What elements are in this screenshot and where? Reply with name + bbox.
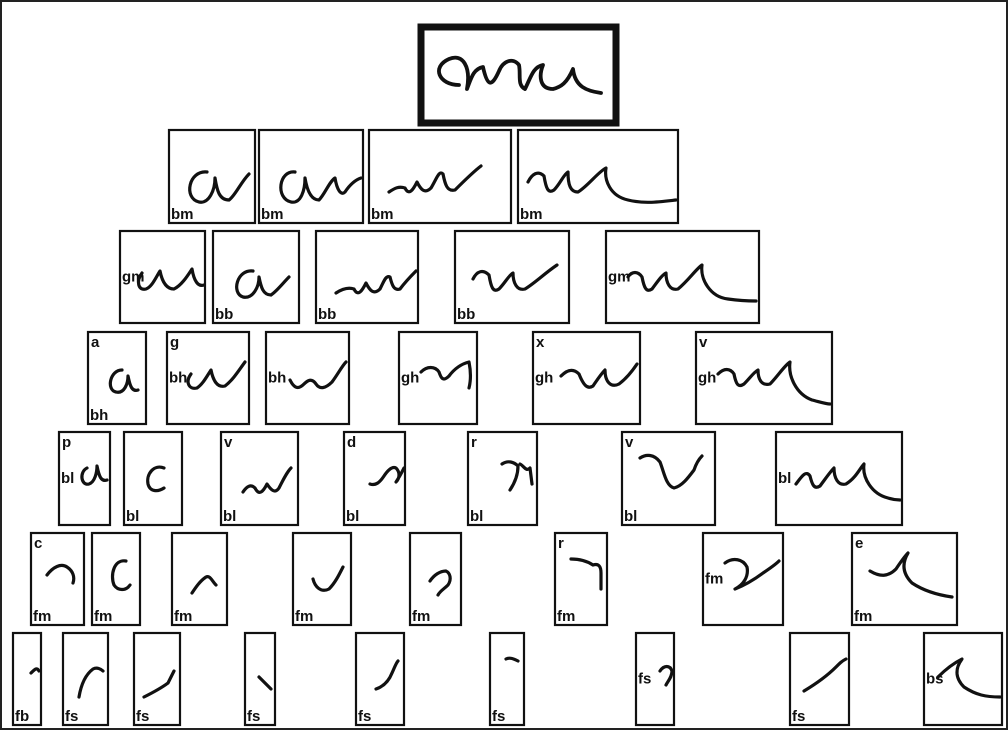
node-sublabel: gh [535,370,553,387]
node-label: fs [136,708,149,725]
node-label: fs [358,708,371,725]
node-label: bb [318,306,336,323]
node-label: bl [778,470,791,487]
node-label: fm [295,608,313,625]
node-label: r [558,535,564,552]
node-label: fm [174,608,192,625]
node-label: fm [705,571,723,588]
node-label: fm [412,608,430,625]
node-label: fs [638,671,651,688]
node-label: x [536,334,545,351]
node-label: r [471,434,477,451]
node-label: v [699,334,708,351]
node-sublabel: bh [90,407,108,424]
node-label: bb [457,306,475,323]
node-sublabel: fm [854,608,872,625]
node-sublabel: bl [624,508,637,525]
node-sublabel: fm [557,608,575,625]
node-label: gh [401,370,419,387]
node-label: p [62,434,71,451]
node-label: v [224,434,233,451]
node-label: bm [171,206,194,223]
node-sublabel: bl [346,508,359,525]
node-label: bb [215,306,233,323]
node-label: g [170,334,179,351]
tree-node-n-root-arc [421,27,616,123]
node-label: bm [371,206,394,223]
node-sublabel: bl [223,508,236,525]
node-label: gm [608,269,631,286]
node-sublabel: fm [33,608,51,625]
node-label: fs [492,708,505,725]
node-label: bh [268,370,286,387]
node-sublabel: bl [470,508,483,525]
node-sublabel: bl [61,470,74,487]
node-label: a [91,334,100,351]
node-label: fs [65,708,78,725]
node-label: fm [94,608,112,625]
node-label: fs [792,708,805,725]
node-box [776,432,902,525]
node-label: fs [247,708,260,725]
node-box [696,332,832,424]
node-label: gm [122,269,145,286]
node-label: d [347,434,356,451]
node-label: bm [520,206,543,223]
node-sublabel: gh [698,370,716,387]
node-label: c [34,535,42,552]
node-label: bl [126,508,139,525]
tree-node-n3-vrc [696,332,832,424]
node-sublabel: bh [169,370,187,387]
node-label: bs [926,671,944,688]
tree-node-n4-bc [776,432,902,525]
node-label: fb [15,708,29,725]
node-label: v [625,434,634,451]
node-label: e [855,535,863,552]
node-label: bm [261,206,284,223]
